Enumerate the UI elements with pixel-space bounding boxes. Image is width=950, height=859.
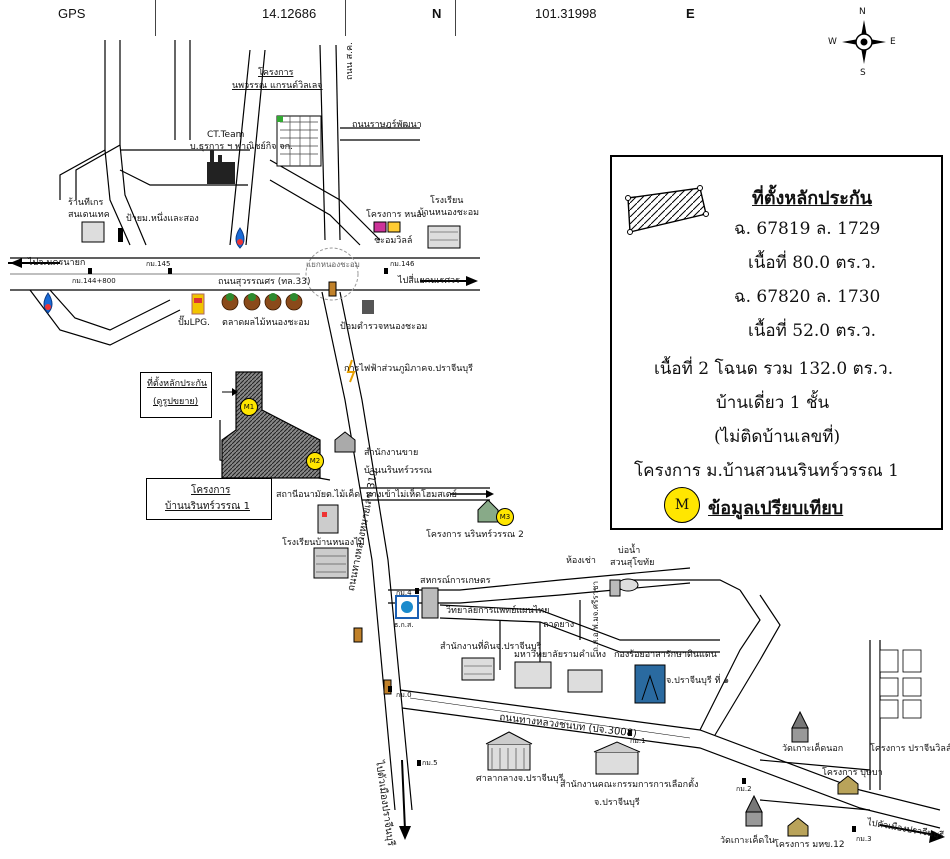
info-deed1: ฉ. 67819 ล. 1729 [734, 219, 881, 239]
label-proj-prachin: โครงการ ปราจีนวิลล์ [870, 744, 950, 754]
label-lat-yang: ลาดยาง [543, 620, 575, 630]
label-junction: แยกหนองชะอม [306, 260, 360, 269]
compass-s: S [860, 68, 866, 78]
info-total: เนื้อที่ 2 โฉนด รวม 132.0 ตร.ว. [654, 359, 894, 379]
legend-m-letter: M [674, 497, 690, 513]
label-km0: กม.0 [396, 691, 412, 699]
latitude-value: 14.12686 [262, 6, 317, 21]
label-battalion2: จ.ปราจีนบุรี ที่ ๑ [666, 676, 730, 686]
label-proj-narin-name: บ้านนรินทร์วรรณ 1 [165, 501, 250, 512]
label-proj-mh12: โครงการ มหข.12 [774, 840, 845, 850]
longitude-direction: E [686, 6, 695, 21]
info-compare: ข้อมูลเปรียบเทียบ [708, 498, 844, 519]
label-proj-grand: โครงการ [258, 68, 294, 78]
project-narin-box: โครงการ บ้านนรินทร์วรรณ 1 [146, 478, 272, 520]
divider [155, 0, 156, 36]
collateral-callout: ที่ตั้งหลักประกัน (ดูรูปขยาย) [140, 372, 212, 418]
label-pond: บ่อน้ำ [618, 546, 641, 556]
label-to-sa-kaeo: ไปสี่แยกนเรศวร [398, 276, 460, 286]
label-school2: บ้านหนองชะอม [418, 208, 480, 218]
label-proj-narin: โครงการ [191, 485, 231, 496]
marker-m1[interactable]: M1 [240, 398, 258, 416]
label-proj-grand-name: นพวรรณ แกรนด์วิลเลจ [232, 81, 323, 91]
info-project: โครงการ ม.บ้านสวนนรินทร์วรรณ 1 [634, 461, 899, 481]
label-sales-office: สำนักงานขาย [364, 448, 419, 458]
label-proj-nong2: ชะอมวิลล์ [374, 236, 413, 246]
label-temple-in: วัดเกาะเค็ดใน [720, 836, 775, 846]
label-proj-bunma: โครงการ บุษบา [822, 768, 883, 778]
info-deed2: ฉ. 67820 ล. 1730 [734, 287, 881, 307]
label-collateral-zoom: (ดูรูปขยาย) [153, 397, 199, 407]
label-km2: กม.2 [736, 785, 752, 793]
label-bus-stop: ป้ายม.หนึ่งและสอง [126, 214, 199, 224]
label-sales-office2: บ้านนรินทร์วรรณ [364, 466, 432, 476]
label-college: วิทยาลัยการแพทย์แผนไทย [446, 606, 550, 616]
label-to-nakhon: ไปจ.นครนายก [28, 258, 86, 268]
compass-e: E [890, 37, 896, 47]
marker-m2[interactable]: M2 [306, 452, 324, 470]
label-km145: กม.145 [146, 260, 171, 268]
label-road33: ถนนสุวรรณศร (ทล.33) [218, 277, 311, 287]
label-university: มหาวิทยาลัยรามคำแหง [514, 650, 607, 660]
compass-rose: N S E W [828, 6, 900, 78]
gps-label: GPS [58, 6, 86, 21]
label-road-rasadorn: ถนนราษฎร์พัฒนา [352, 120, 422, 130]
info-title: ที่ตั้งหลักประกัน [752, 188, 873, 209]
label-shop2: สนเดนเทค [68, 210, 110, 220]
divider [345, 0, 346, 36]
label-rental: ห้องเช่า [566, 556, 596, 566]
longitude-value: 101.31998 [535, 6, 597, 21]
label-ect2: จ.ปราจีนบุรี [594, 798, 640, 808]
label-land-office: สำนักงานที่ดินจ.ปราจีนบุรี [440, 642, 542, 652]
label-pea: การไฟฟ้าส่วนภูมิภาคจ.ปราจีนบุรี [344, 364, 473, 374]
divider [455, 0, 456, 36]
label-health-station: สถานีอนามัยต.ไม้เค็ด [276, 490, 361, 500]
label-city-hall: ศาลากลางจ.ปราจีนบุรี [476, 774, 564, 784]
label-km4: กม.4 [396, 589, 412, 597]
marker-m3-label: M3 [499, 513, 511, 521]
label-temple-out: วัดเกาะเค็ดนอก [782, 744, 844, 754]
label-battalion: กองร้อยอาสารักษาดินแดน [614, 650, 717, 660]
label-road-sk: ถนน ส.ค. [345, 42, 355, 80]
label-coop: สหกรณ์การเกษตร [420, 576, 491, 586]
label-ect: สำนักงานคณะกรรมการการเลือกตั้ง [560, 780, 699, 790]
info-area1: เนื้อที่ 80.0 ตร.ว. [748, 253, 877, 273]
marker-m1-label: M1 [243, 403, 255, 411]
label-homestay: ทางเข้าไม่เห็ดโฮมสเตย์ [366, 490, 457, 500]
label-collateral: ที่ตั้งหลักประกัน [147, 379, 208, 389]
label-km144: กม.144+800 [72, 277, 116, 285]
label-km1: กม.1 [630, 737, 646, 745]
label-lpg: ปั๊มLPG. [178, 318, 210, 328]
compass-w: W [828, 37, 837, 47]
marker-m3[interactable]: M3 [496, 508, 514, 526]
info-house: บ้านเดี่ยว 1 ชั้น [716, 393, 830, 413]
label-proj-narin2: โครงการ นรินทร์วรรณ 2 [426, 530, 524, 540]
latitude-direction: N [432, 6, 442, 21]
label-km5: กม.5 [422, 759, 438, 767]
label-school3: โรงเรียนบ้านหนองไม้ [282, 538, 365, 548]
label-ct-team: CT.Team [207, 130, 245, 140]
label-proj-nong: โครงการ หนอง [366, 210, 427, 220]
label-bank: ธ.ก.ส. [394, 621, 414, 629]
label-field: สวนสุโขทัย [610, 558, 655, 568]
legend-m-badge: M [664, 487, 700, 523]
label-km3: กม.3 [856, 835, 872, 843]
collateral-info-panel: ที่ตั้งหลักประกัน ฉ. 67819 ล. 1729 เนื้อ… [610, 155, 943, 530]
label-road-sm: ถ.ส.อ.ฟ.มจ.ศรีราชา [591, 581, 600, 652]
info-no-number: (ไม่ติดบ้านเลขที่) [714, 427, 841, 447]
label-company: บ.ธุรการ ฯ พาณิชย์กิจ จก. [190, 142, 293, 152]
label-market: ตลาดผลไม้หนองชะอม [222, 318, 310, 328]
gps-bar: GPS 14.12686 N 101.31998 E [0, 0, 950, 36]
label-km146: กม.146 [390, 260, 415, 268]
label-school: โรงเรียน [430, 196, 464, 206]
compass-n: N [859, 7, 866, 17]
label-police: ป้อมตำรวจหนองชะอม [340, 322, 428, 332]
info-area2: เนื้อที่ 52.0 ตร.ว. [748, 321, 877, 341]
label-shop: ร้านทีเกร [68, 198, 104, 208]
marker-m2-label: M2 [309, 457, 321, 465]
